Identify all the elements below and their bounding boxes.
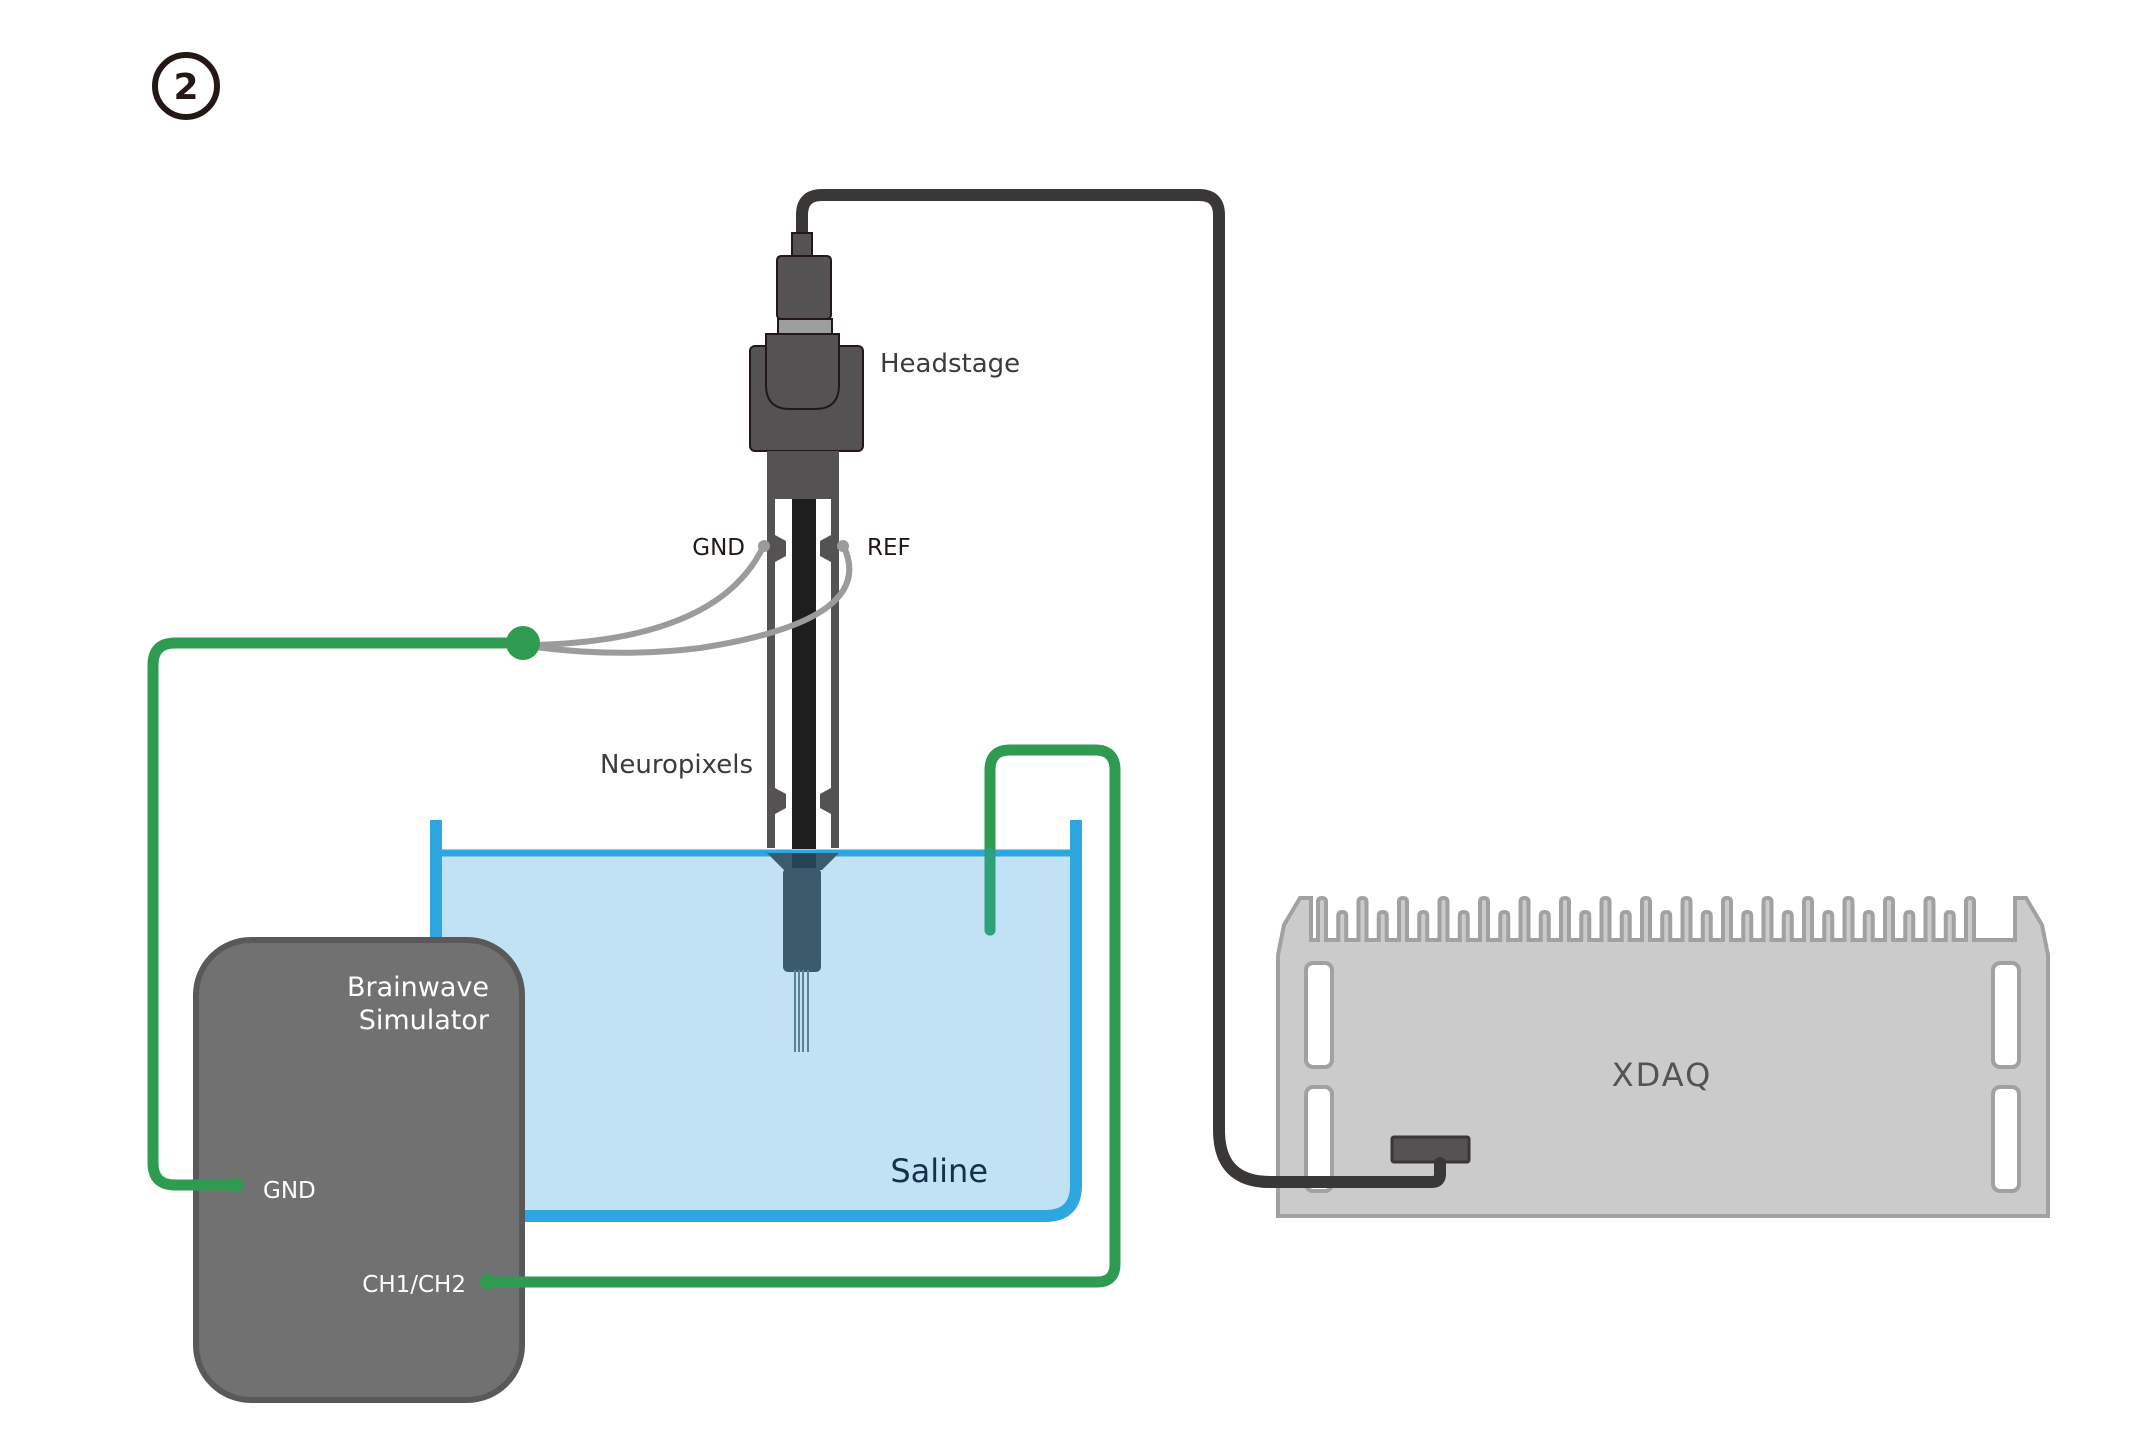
probe-lower-tab-right bbox=[820, 788, 831, 814]
neuropixels-label: Neuropixels bbox=[600, 750, 753, 780]
probe-taper-core bbox=[792, 853, 816, 870]
probe-shank-core bbox=[792, 499, 816, 849]
brainwave-simulator: Brainwave Simulator GND CH1/CH2 bbox=[193, 937, 525, 1403]
gnd-ref-wires: GND REF bbox=[534, 535, 911, 656]
simulator-gnd-label: GND bbox=[263, 1178, 316, 1204]
xdaq-body bbox=[1276, 895, 2050, 1218]
gnd-wire-end bbox=[758, 540, 770, 552]
simulator-body bbox=[193, 937, 525, 1403]
probe-electrode-shanks bbox=[794, 970, 809, 1052]
step-number: 2 bbox=[173, 67, 198, 108]
headstage-label: Headstage bbox=[880, 349, 1020, 379]
headstage-cap bbox=[765, 333, 840, 410]
saline-label: Saline bbox=[890, 1152, 988, 1190]
headstage-connector-stub bbox=[791, 232, 813, 258]
ground-wire bbox=[147, 637, 523, 1191]
gnd-wire bbox=[534, 543, 767, 648]
ref-wire-end bbox=[837, 540, 849, 552]
headstage: Headstage bbox=[749, 232, 1020, 452]
ground-junction-node bbox=[506, 626, 540, 660]
xdaq-port[interactable] bbox=[1390, 1135, 1471, 1164]
ch-terminal-dot bbox=[480, 1274, 496, 1290]
probe-lower-tab-left bbox=[775, 788, 786, 814]
cable-plug bbox=[1264, 1157, 1446, 1188]
neuropixels-probe: Neuropixels bbox=[600, 451, 839, 1052]
xdaq-label: XDAQ bbox=[1612, 1056, 1713, 1094]
signal-wire bbox=[482, 744, 1121, 1288]
headstage-band bbox=[777, 318, 833, 335]
probe-neck bbox=[767, 451, 839, 499]
simulator-ch-label: CH1/CH2 bbox=[362, 1272, 466, 1298]
gnd-terminal-dot bbox=[230, 1178, 244, 1192]
probe-rails bbox=[767, 499, 839, 848]
saline-fill bbox=[436, 852, 1076, 1216]
ref-probe-label: REF bbox=[867, 535, 911, 561]
probe-ref-tab bbox=[820, 535, 831, 562]
saline-container bbox=[430, 820, 1082, 1222]
xdaq-unit: XDAQ bbox=[1276, 895, 2050, 1218]
ref-wire bbox=[534, 543, 853, 656]
headstage-connector bbox=[776, 255, 832, 320]
container-wall bbox=[430, 820, 1082, 1222]
xdaq-slots bbox=[1304, 961, 2021, 1193]
circled-number-icon bbox=[152, 52, 220, 120]
gnd-probe-label: GND bbox=[692, 535, 745, 561]
probe-gnd-tab bbox=[775, 535, 786, 562]
simulator-title-line2: Simulator bbox=[359, 1005, 490, 1036]
step-badge: 2 bbox=[152, 52, 220, 120]
probe-base bbox=[783, 868, 821, 972]
simulator-title-line1: Brainwave bbox=[347, 972, 489, 1003]
